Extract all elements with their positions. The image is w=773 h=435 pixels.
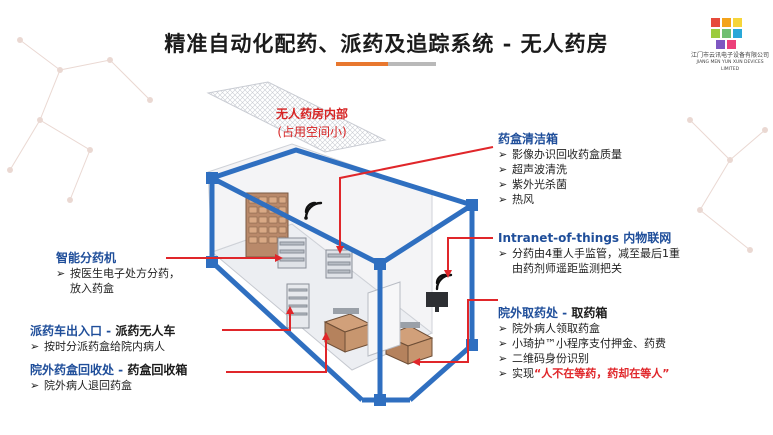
list-item: 放入药盒 bbox=[70, 282, 114, 295]
block-cleaning: 药盒清洁箱 ➢影像办识回收药盒质量 ➢超声波清洗 ➢紫外光杀菌 ➢热风 bbox=[498, 131, 622, 207]
logo-name-cn: 江门市云讯电子设备有限公司 bbox=[690, 52, 769, 59]
block-cart: 派药车出入口 - 派药无人车 ➢按时分派药盒给院内病人 bbox=[30, 323, 175, 354]
wifi-icon bbox=[304, 201, 323, 220]
wifi-icon-2 bbox=[435, 273, 453, 291]
list-item: ➢超声波清洗 bbox=[498, 163, 567, 176]
block-iot: Intranet-of-things 内物联网 ➢分药由4重人手监管，减至最后1… bbox=[498, 230, 680, 276]
partition-wall bbox=[367, 281, 401, 357]
title-underline bbox=[336, 62, 436, 66]
list-item: ➢实现“人不在等药，药却在等人” bbox=[498, 367, 670, 380]
recycle-heading: 院外药盒回收处 - 药盒回收箱 bbox=[30, 363, 188, 377]
list-item: ➢二维码身份识别 bbox=[498, 352, 589, 365]
block-pickup: 院外取药处 - 取药箱 ➢院外病人领取药盒 ➢小琦护™小程序支付押金、药费 ➢二… bbox=[498, 305, 669, 381]
list-item: ➢紫外光杀菌 bbox=[498, 178, 567, 191]
bullet-icon: ➢ bbox=[30, 379, 40, 392]
cleaning-box bbox=[325, 249, 353, 279]
list-item: ➢按医生电子处方分药， bbox=[56, 267, 180, 280]
bullet-icon: ➢ bbox=[498, 148, 508, 161]
inner-label-title: 无人药房内部 bbox=[275, 107, 348, 121]
list-item: ➢热风 bbox=[498, 193, 534, 206]
leader-lines bbox=[166, 146, 498, 373]
list-item: ➢院外病人退回药盒 bbox=[30, 379, 132, 392]
bullet-icon: ➢ bbox=[498, 367, 508, 380]
dispense-machine bbox=[277, 237, 307, 269]
bullet-icon: ➢ bbox=[30, 340, 40, 353]
dispatch-cart bbox=[286, 283, 310, 329]
list-item: ➢小琦护™小程序支付押金、药费 bbox=[498, 337, 666, 350]
list-item: ➢院外病人领取药盒 bbox=[498, 322, 600, 335]
iot-heading: Intranet-of-things 内物联网 bbox=[498, 231, 672, 245]
logo-name-en: JIANG MEN YUN XUN DEVICES LIMITED bbox=[696, 60, 764, 72]
bullet-icon: ➢ bbox=[498, 193, 508, 206]
inner-label-note: (占用空间小) bbox=[277, 125, 347, 139]
bullet-icon: ➢ bbox=[498, 178, 508, 191]
cleaning-heading: 药盒清洁箱 bbox=[498, 132, 559, 146]
list-item: ➢影像办识回收药盒质量 bbox=[498, 148, 622, 161]
bullet-icon: ➢ bbox=[498, 247, 508, 260]
slogan: “人不在等药，药却在等人” bbox=[534, 367, 670, 380]
list-item: ➢按时分派药盒给院内病人 bbox=[30, 340, 165, 353]
bullet-icon: ➢ bbox=[498, 322, 508, 335]
bullet-icon: ➢ bbox=[498, 352, 508, 365]
bullet-icon: ➢ bbox=[498, 337, 508, 350]
bullet-icon: ➢ bbox=[56, 267, 66, 280]
page-title: 精准自动化配药、派药及追踪系统 - 无人药房 bbox=[164, 31, 609, 56]
recycle-box bbox=[323, 308, 372, 353]
pickup-heading: 院外取药处 - 取药箱 bbox=[498, 306, 608, 320]
block-dispense: 智能分药机 ➢按医生电子处方分药， 放入药盒 bbox=[56, 250, 180, 296]
list-item: 由药剂师遥距监测把关 bbox=[512, 262, 622, 275]
cart-heading: 派药车出入口 - 派药无人车 bbox=[30, 324, 176, 338]
roof-panel bbox=[206, 81, 387, 153]
block-recycle: 院外药盒回收处 - 药盒回收箱 ➢院外病人退回药盒 bbox=[30, 362, 187, 393]
company-logo-icon bbox=[711, 18, 742, 49]
list-item: ➢分药由4重人手监管，减至最后1重 bbox=[498, 247, 680, 260]
inner-label: 无人药房内部 (占用空间小) bbox=[262, 105, 362, 141]
dispense-heading: 智能分药机 bbox=[56, 251, 117, 265]
bullet-icon: ➢ bbox=[498, 163, 508, 176]
logo-text: 江门市云讯电子设备有限公司 JIANG MEN YUN XUN DEVICES … bbox=[690, 52, 770, 73]
monitor-icon bbox=[426, 292, 448, 312]
